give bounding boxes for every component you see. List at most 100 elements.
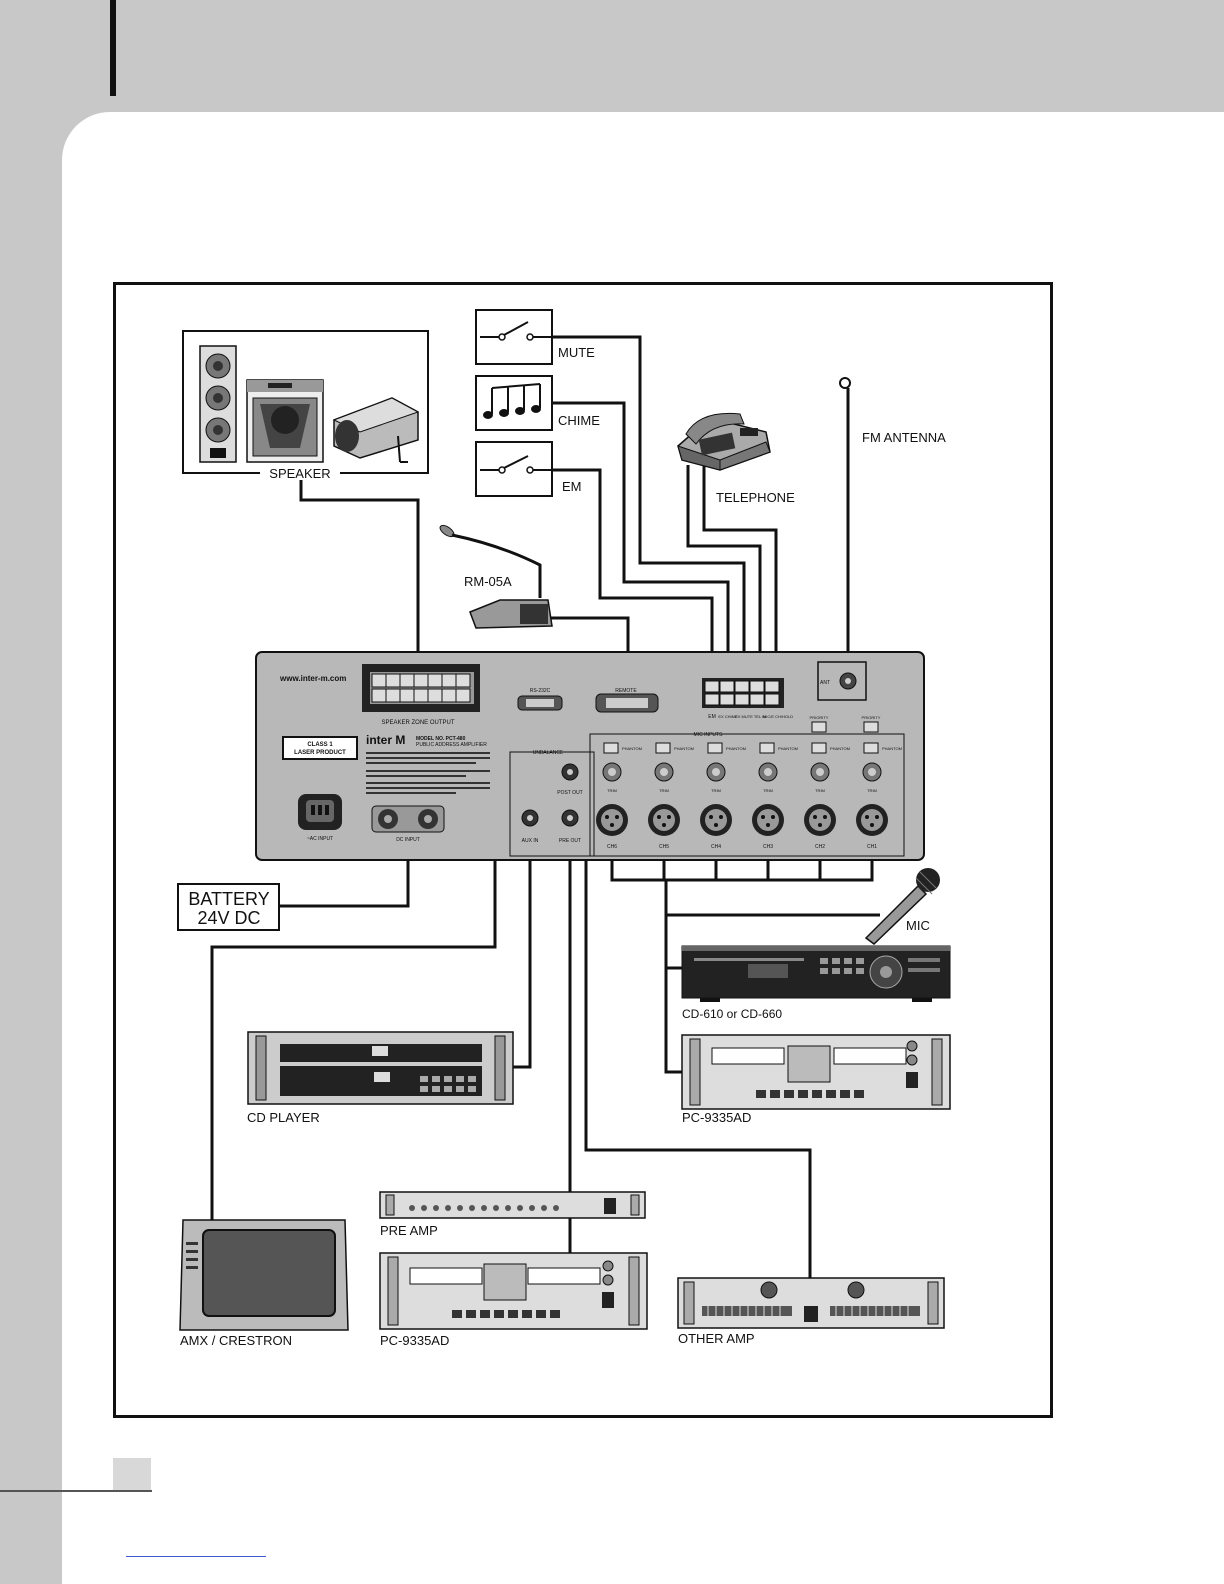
svg-text:PHANTOM: PHANTOM bbox=[726, 746, 746, 751]
ac-input-socket: ~AC INPUT bbox=[298, 794, 342, 842]
other-amp-device: OTHER AMP bbox=[677, 1277, 945, 1346]
post-out-jack: POST OUT bbox=[557, 763, 583, 796]
svg-text:MIC/E CH/HOLD: MIC/E CH/HOLD bbox=[763, 714, 793, 719]
brand-logo-text: inter M bbox=[366, 733, 405, 747]
svg-text:LASER PRODUCT: LASER PRODUCT bbox=[294, 750, 346, 756]
svg-text:CH6: CH6 bbox=[607, 844, 617, 850]
battery-label: BATTERY bbox=[188, 889, 269, 909]
mute-switch: MUTE bbox=[475, 309, 595, 365]
svg-text:TRIM: TRIM bbox=[659, 788, 669, 793]
projector-speaker-icon bbox=[332, 397, 420, 463]
footer-rule bbox=[0, 1490, 152, 1492]
section-tab-marker bbox=[110, 0, 116, 96]
amplifier-rear-panel: www.inter-m.com SPEAKER ZONE OUTPUT CLAS… bbox=[255, 651, 925, 861]
control-terminal-block: EM EX CHIME EX MUTE TEL IN MIC/E CH/HOLD bbox=[702, 678, 793, 720]
svg-text:TRIM: TRIM bbox=[763, 788, 773, 793]
speaker-zone-output-label: SPEAKER ZONE OUTPUT bbox=[381, 720, 454, 726]
svg-text:EX CHIME: EX CHIME bbox=[718, 714, 738, 719]
svg-text:DC INPUT: DC INPUT bbox=[396, 837, 420, 843]
svg-text:PHANTOM: PHANTOM bbox=[830, 746, 850, 751]
svg-text:CH3: CH3 bbox=[763, 844, 773, 850]
unbalance-label: UNBALANCE bbox=[533, 750, 564, 756]
chime-label: CHIME bbox=[558, 413, 600, 428]
svg-text:RS-232C: RS-232C bbox=[530, 688, 551, 694]
svg-text:PHANTOM: PHANTOM bbox=[882, 746, 902, 751]
svg-text:TRIM: TRIM bbox=[607, 788, 617, 793]
svg-text:~AC INPUT: ~AC INPUT bbox=[307, 836, 333, 842]
rm05a-mic-icon: RM-05A bbox=[439, 524, 553, 629]
svg-text:POST OUT: POST OUT bbox=[557, 790, 582, 796]
svg-text:ANT: ANT bbox=[820, 680, 830, 686]
svg-text:EX MUTE: EX MUTE bbox=[735, 714, 753, 719]
mic-channel-ch6: PHANTOM TRIM CH6 bbox=[596, 742, 642, 850]
pre-amp-label: PRE AMP bbox=[380, 1223, 438, 1238]
svg-text:TRIM: TRIM bbox=[815, 788, 825, 793]
svg-text:CLASS 1: CLASS 1 bbox=[307, 742, 333, 748]
em-label: EM bbox=[562, 479, 582, 494]
svg-text:EM: EM bbox=[708, 714, 716, 720]
cd-player-label: CD PLAYER bbox=[247, 1110, 320, 1125]
speaker-group: SPEAKER bbox=[182, 330, 429, 481]
telephone-icon: TELEPHONE bbox=[677, 412, 795, 505]
fm-antenna-icon: FM ANTENNA bbox=[839, 377, 946, 445]
speaker-label: SPEAKER bbox=[269, 466, 330, 481]
svg-text:PRIORITY: PRIORITY bbox=[862, 715, 881, 720]
other-amp-label: OTHER AMP bbox=[678, 1331, 755, 1346]
svg-text:PHANTOM: PHANTOM bbox=[778, 746, 798, 751]
svg-text:TRIM: TRIM bbox=[711, 788, 721, 793]
telephone-label: TELEPHONE bbox=[716, 490, 795, 505]
svg-text:CH5: CH5 bbox=[659, 844, 669, 850]
svg-text:AUX IN: AUX IN bbox=[522, 838, 539, 844]
battery-voltage-label: 24V DC bbox=[197, 908, 260, 928]
amx-crestron-monitor: AMX / CRESTRON bbox=[179, 1219, 349, 1348]
pc9335ad-bottom-device: PC-9335AD bbox=[379, 1252, 648, 1348]
battery-box: BATTERY 24V DC bbox=[177, 883, 280, 931]
cd-player-device: CD PLAYER bbox=[247, 1031, 514, 1125]
cd610-device: CD-610 or CD-660 bbox=[681, 945, 951, 1021]
svg-text:REMOTE: REMOTE bbox=[615, 688, 637, 694]
fm-antenna-label: FM ANTENNA bbox=[862, 430, 946, 445]
svg-text:PRIORITY: PRIORITY bbox=[810, 715, 829, 720]
footer-link-underline[interactable] bbox=[126, 1556, 266, 1557]
chime-box: CHIME bbox=[475, 375, 600, 431]
header-band bbox=[0, 0, 1224, 112]
mic-label: MIC bbox=[906, 918, 930, 933]
amx-label: AMX / CRESTRON bbox=[180, 1333, 292, 1348]
class1-label-plate: CLASS 1 LASER PRODUCT bbox=[282, 736, 358, 760]
dc-input-terminals: DC INPUT bbox=[371, 805, 445, 843]
speaker-terminal-block: SPEAKER ZONE OUTPUT bbox=[362, 664, 480, 726]
mic-channel-ch1: PHANTOM TRIM CH1 bbox=[856, 742, 902, 850]
svg-text:CH2: CH2 bbox=[815, 844, 825, 850]
svg-text:CH4: CH4 bbox=[711, 844, 721, 850]
music-notes-icon bbox=[483, 383, 541, 419]
svg-text:TEL IN: TEL IN bbox=[754, 714, 766, 719]
model-subtitle: PUBLIC ADDRESS AMPLIFIER bbox=[416, 742, 487, 748]
em-switch: EM bbox=[475, 441, 582, 497]
svg-text:CH1: CH1 bbox=[867, 844, 877, 850]
pre-amp-device: PRE AMP bbox=[379, 1191, 646, 1238]
ant-input: ANT bbox=[817, 661, 867, 701]
mic-channel-ch2: PHANTOM TRIM CH2 bbox=[804, 742, 850, 850]
cd610-label: CD-610 or CD-660 bbox=[682, 1007, 782, 1021]
box-speaker-icon bbox=[246, 379, 324, 463]
mic-channel-ch4: PHANTOM TRIM CH4 bbox=[700, 742, 746, 850]
svg-text:PRE OUT: PRE OUT bbox=[559, 838, 581, 844]
rs232c-port: RS-232C bbox=[517, 688, 563, 711]
page-number-box bbox=[113, 1458, 151, 1490]
column-speaker-icon bbox=[199, 345, 237, 463]
aux-in-jack: AUX IN bbox=[521, 809, 539, 844]
rm05a-label: RM-05A bbox=[464, 574, 512, 589]
mic-channel-ch5: PHANTOM TRIM CH5 bbox=[648, 742, 694, 850]
pc9335ad-right-label: PC-9335AD bbox=[682, 1110, 751, 1125]
pc9335ad-right-device: PC-9335AD bbox=[681, 1034, 951, 1125]
remote-port: REMOTE bbox=[595, 688, 659, 713]
mic-channel-ch3: PHANTOM TRIM CH3 bbox=[752, 742, 798, 850]
model-number: MODEL NO. PCT-480 bbox=[416, 736, 466, 742]
svg-text:TRIM: TRIM bbox=[867, 788, 877, 793]
mute-label: MUTE bbox=[558, 345, 595, 360]
handheld-mic-icon: MIC bbox=[864, 868, 940, 945]
website-text: www.inter-m.com bbox=[279, 674, 346, 683]
pre-out-jack: PRE OUT bbox=[559, 809, 581, 844]
mic-inputs-label: MIC INPUTS bbox=[694, 732, 724, 738]
